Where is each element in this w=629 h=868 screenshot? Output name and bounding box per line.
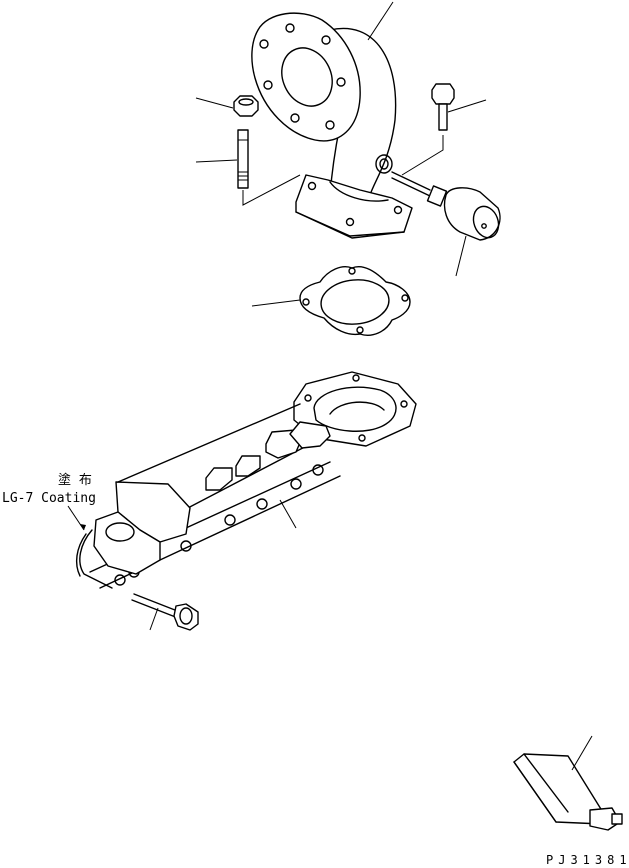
manifold-bolt	[131, 593, 199, 631]
elbow-pipe	[251, 1, 413, 239]
stud-bolt	[195, 129, 301, 206]
coating-annotation: 塗 布 LG-7 Coating	[2, 472, 96, 531]
sensor-plug	[391, 171, 501, 277]
flange-bolt	[401, 83, 487, 176]
coating-label-en: LG-7 Coating	[2, 491, 96, 506]
flange-nut	[195, 95, 259, 117]
drawing-code: PJ31381	[546, 853, 629, 867]
gasket	[251, 266, 411, 336]
tool-detail	[513, 735, 623, 831]
exhaust-manifold	[75, 371, 417, 589]
coating-label-jp: 塗 布	[58, 472, 92, 488]
